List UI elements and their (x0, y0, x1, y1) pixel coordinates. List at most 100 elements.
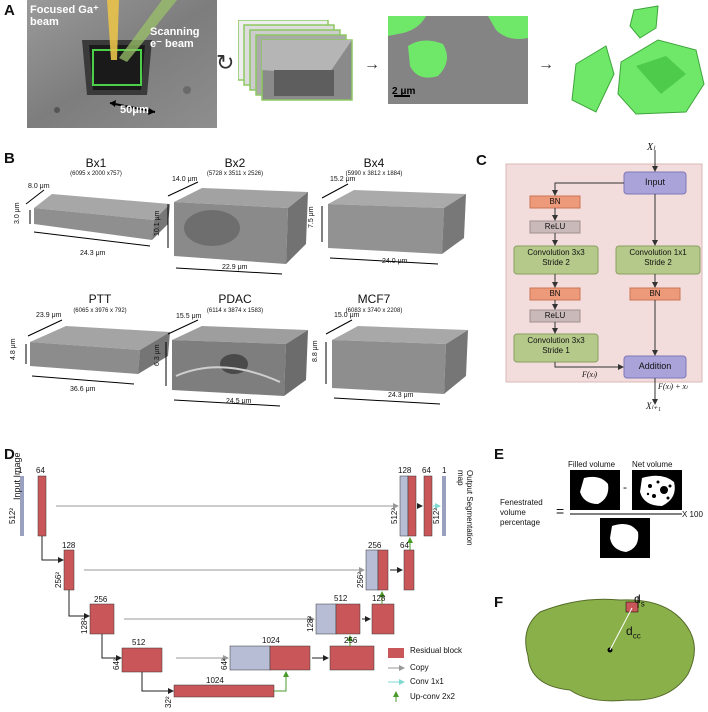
ds-label: ds (634, 592, 645, 608)
3d-segmentation (571, 5, 705, 115)
conv1x1-stride2-node: Convolution 1x1 Stride 2 (616, 248, 700, 268)
enc4-chan-label: 512 (132, 638, 146, 647)
sample-dims-bx1: (6095 x 2000 x757) (70, 171, 122, 177)
legend-upconv: Up-conv 2x2 (410, 692, 455, 701)
legend-conv1x1: Conv 1x1 (410, 677, 444, 686)
relu-node-1: ReLU (544, 222, 566, 231)
conv3x3-stride1-line2: Stride 1 (542, 346, 570, 355)
enc1-chan-label: 64 (36, 466, 45, 475)
dec1-chan-label: 128 (398, 466, 412, 475)
enc4-res-label: 64² (112, 658, 121, 670)
panel-a-label: A (4, 2, 15, 19)
panel-f-label: F (494, 594, 504, 611)
volume-mcf7 (325, 319, 468, 405)
height-mcf7: 8.8 μm (312, 340, 319, 362)
relu-node-2: ReLU (544, 311, 566, 320)
addition-node: Addition (638, 361, 672, 371)
ds-main: d (634, 592, 641, 606)
e-beam-label: Scanning e⁻ beam (150, 26, 200, 50)
enc3-chan-label: 256 (94, 595, 108, 604)
times-100: X 100 (682, 510, 703, 519)
depth-bx4: 15.2 μm (330, 176, 356, 183)
sample-dims-ptt: (6065 x 3976 x 792) (73, 308, 127, 314)
fx-plus-label: F(xₗ) + xₗ (658, 382, 688, 391)
dec4-chan-label: 1024 (262, 636, 280, 645)
width-bx2: 22.9 μm (222, 264, 248, 271)
sample-name-bx4: Bx4 (363, 156, 385, 170)
height-bx2: 10.1 μm (154, 210, 161, 236)
sample-name-bx1: Bx1 (85, 156, 107, 170)
width-mcf7: 24.3 μm (388, 392, 414, 399)
enc2-chan-label: 128 (62, 541, 76, 550)
conv3x3-stride1-node: Convolution 3x3 Stride 1 (514, 336, 598, 356)
panel-c-label: C (476, 152, 487, 169)
output-res-label: 512² (432, 507, 441, 524)
enc1-res-label: 512² (8, 507, 17, 524)
conv3x3-stride2-line1: Convolution 3x3 (527, 248, 585, 257)
sample-name-pdac: PDAC (218, 292, 252, 306)
dcc-sub: cc (632, 631, 641, 641)
enc3-res-label: 128² (80, 617, 89, 634)
width-pdac: 24.5 μm (226, 398, 252, 405)
dec3b-chan-label: 128 (372, 594, 386, 603)
height-pdac: 6.3 μm (154, 344, 161, 366)
sample-dims-mcf7: (6083 x 3740 x 2208) (345, 308, 403, 314)
volume-bx1 (25, 189, 170, 247)
output-chan-label: 1 (442, 466, 447, 475)
depth-pdac: 15.5 μm (176, 313, 202, 320)
arrow-right-icon: → (364, 56, 380, 73)
x-in-label: Xₗ (647, 142, 655, 153)
dec2-chan-label: 256 (368, 541, 382, 550)
fenestrated-label: Fenestrated volume percentage (500, 498, 543, 528)
fenestrated-line2: volume (500, 508, 526, 517)
bottleneck-res-label: 32² (164, 696, 173, 708)
rotate-icon: ↻ (216, 50, 235, 75)
height-ptt: 4.8 μm (10, 338, 17, 360)
bn-node-2: BN (549, 289, 561, 298)
output-map-label: Output Segmentation map (456, 470, 474, 546)
conv3x3-stride2-node: Convolution 3x3 Stride 2 (514, 248, 598, 268)
legend-copy: Copy (410, 663, 429, 672)
dec3-res-label: 128² (306, 615, 315, 632)
minus-sign: - (623, 480, 627, 494)
sample-dims-bx4: (5990 x 3812 x 1884) (345, 171, 403, 177)
fenestrated-line3: percentage (500, 518, 541, 527)
depth-mcf7: 15.0 μm (334, 312, 360, 319)
input-image-label: Input Image (12, 452, 22, 500)
dec4-res-label: 64² (220, 658, 229, 670)
x-out-label: Xₗ₊₁ (646, 401, 661, 411)
volume-ptt (25, 319, 170, 385)
dcc-label: dcc (626, 624, 641, 640)
ga-beam-label: Focused Ga⁺ beam (30, 4, 99, 28)
volume-bx4 (321, 183, 466, 265)
panel-b-label: B (4, 150, 15, 167)
width-bx4: 24.0 μm (382, 258, 408, 265)
panel-e-label: E (494, 446, 505, 463)
depth-ptt: 23.9 μm (36, 312, 62, 319)
conv1x1-stride2-line2: Stride 2 (644, 258, 672, 267)
width-bx1: 24.3 μm (80, 250, 106, 257)
scale-50um: 50μm (120, 104, 149, 116)
filled-volume-label: Filled volume (568, 460, 616, 469)
volume-bx2 (167, 181, 308, 275)
dec1b-chan-label: 64 (422, 466, 431, 475)
cell-distance-diagram (525, 596, 695, 702)
arrow-right-icon-2: → (538, 56, 554, 73)
fib-sem-image (27, 0, 217, 128)
unet-diagram (20, 475, 446, 702)
conv3x3-stride1-line1: Convolution 3x3 (527, 336, 585, 345)
fx-label: F(xₗ) (582, 370, 598, 379)
width-ptt: 36.6 μm (70, 386, 96, 393)
legend-residual: Residual block (410, 646, 463, 655)
input-chan-label: 1 (18, 466, 23, 475)
enc2-res-label: 256² (54, 571, 63, 588)
dec1-res-label: 512² (390, 507, 399, 524)
net-volume-label: Net volume (632, 460, 673, 469)
sample-name-ptt: PTT (88, 292, 112, 306)
dcc-main: d (626, 624, 633, 638)
conv1x1-stride2-line1: Convolution 1x1 (629, 248, 687, 257)
bn-node-1: BN (549, 197, 561, 206)
sample-dims-pdac: (6114 x 3874 x 1583) (206, 308, 264, 314)
panel-d-label: D (4, 446, 15, 463)
segmented-em-image (388, 16, 528, 104)
